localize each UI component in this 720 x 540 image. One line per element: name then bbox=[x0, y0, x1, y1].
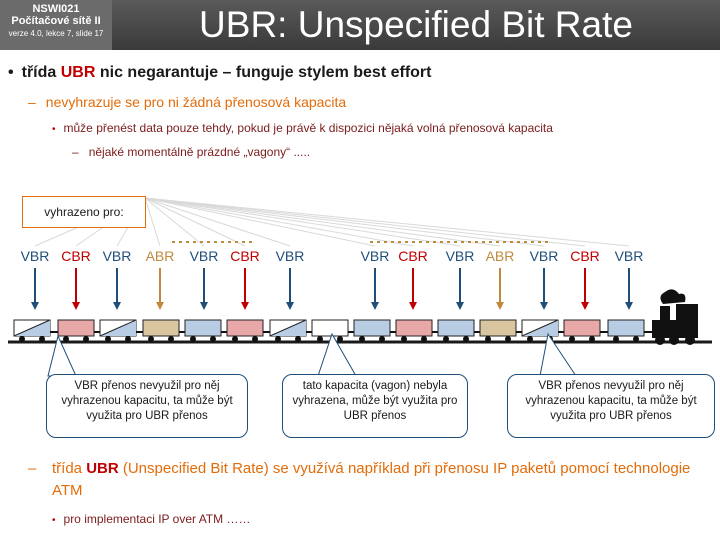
dash-icon: – bbox=[28, 460, 37, 477]
text: nic negarantuje – funguje stylem best ef… bbox=[95, 64, 432, 81]
wagon bbox=[184, 319, 227, 342]
bullet-level2-bottom: – třída UBR (Unspecified Bit Rate) se vy… bbox=[28, 458, 708, 502]
arrow-head-icon bbox=[496, 302, 504, 310]
category-label-vbr: VBR bbox=[20, 248, 50, 264]
wagon bbox=[99, 319, 143, 342]
wagon bbox=[607, 319, 645, 342]
category-label-abr: ABR bbox=[485, 248, 515, 264]
bullet-level3-bottom: • pro implementaci IP over ATM …… bbox=[52, 512, 250, 526]
arrow-head-icon bbox=[625, 302, 633, 310]
arrow-head-icon bbox=[113, 302, 121, 310]
bullet-level3: • může přenést data pouze tehdy, pokud je… bbox=[52, 121, 553, 135]
dash-icon: – bbox=[72, 145, 79, 159]
wagon bbox=[521, 319, 564, 342]
wagon bbox=[563, 319, 608, 342]
arrow-head-icon bbox=[31, 302, 39, 310]
slide-header: NSWI021 Počítačové sítě II verze 4.0, le… bbox=[0, 0, 720, 50]
wagon bbox=[437, 319, 480, 342]
wagon bbox=[226, 319, 270, 342]
fan-line bbox=[144, 197, 586, 247]
arrow-head-icon bbox=[409, 302, 417, 310]
text: třída UBR (Unspecified Bit Rate) se využ… bbox=[52, 458, 708, 502]
category-label-cbr: CBR bbox=[570, 248, 600, 264]
wagon bbox=[13, 319, 58, 342]
text: může přenést data pouze tehdy, pokud je … bbox=[63, 121, 553, 135]
fan-line bbox=[144, 197, 161, 247]
text: nějaké momentálně prázdné „vagony“ ..... bbox=[88, 145, 311, 159]
wagon-empty bbox=[311, 319, 354, 342]
wagon bbox=[57, 319, 100, 342]
wagon bbox=[479, 319, 522, 342]
text: třída bbox=[21, 64, 61, 81]
reserved-for-box: vyhrazeno pro: bbox=[22, 196, 146, 228]
slide-title: UBR: Unspecified Bit Rate bbox=[199, 4, 633, 45]
callout-pointer bbox=[317, 332, 357, 377]
category-label-vbr: VBR bbox=[102, 248, 132, 264]
wagons bbox=[13, 319, 652, 342]
text: (Unspecified Bit Rate) se využívá napřík… bbox=[52, 460, 691, 499]
category-label-cbr: CBR bbox=[398, 248, 428, 264]
fan-line bbox=[144, 197, 630, 247]
course-badge: NSWI021 Počítačové sítě II verze 4.0, le… bbox=[0, 0, 112, 50]
category-label-vbr: VBR bbox=[189, 248, 219, 264]
fan-line bbox=[144, 197, 376, 247]
course-name: Počítačové sítě II bbox=[11, 15, 101, 27]
arrows bbox=[31, 268, 633, 310]
bullet-dot-icon: • bbox=[52, 124, 56, 135]
bullet-dot-icon: • bbox=[52, 515, 56, 526]
bullet-level2: –nevyhrazuje se pro ni žádná přenosová k… bbox=[28, 94, 346, 110]
callout-unreserved: tato kapacita (vagon) nebyla vyhrazena, … bbox=[282, 374, 468, 438]
fan-line bbox=[144, 197, 291, 247]
callout-vbr-right: VBR přenos nevyužil pro něj vyhrazenou k… bbox=[507, 374, 715, 438]
text: třída bbox=[52, 460, 87, 477]
wagon bbox=[353, 319, 396, 342]
course-code: NSWI021 bbox=[32, 3, 80, 15]
ubr-highlight: UBR bbox=[60, 64, 96, 81]
arrow-head-icon bbox=[72, 302, 80, 310]
fan-line bbox=[144, 197, 246, 247]
fan-line bbox=[144, 197, 501, 247]
category-label-vbr: VBR bbox=[614, 248, 644, 264]
category-label-vbr: VBR bbox=[275, 248, 305, 264]
category-label-vbr: VBR bbox=[360, 248, 390, 264]
wagon bbox=[269, 319, 312, 342]
arrow-head-icon bbox=[241, 302, 249, 310]
category-label-cbr: CBR bbox=[61, 248, 91, 264]
category-label-cbr: CBR bbox=[230, 248, 260, 264]
arrow-head-icon bbox=[581, 302, 589, 310]
arrow-head-icon bbox=[156, 302, 164, 310]
text: pro implementaci IP over ATM …… bbox=[63, 512, 251, 526]
bullet-dot-icon: • bbox=[8, 64, 14, 81]
wagon bbox=[395, 319, 438, 342]
category-label-abr: ABR bbox=[145, 248, 175, 264]
locomotive-icon bbox=[652, 289, 698, 345]
fan-line bbox=[144, 197, 545, 247]
ubr-highlight: UBR bbox=[86, 460, 119, 477]
callout-vbr-left: VBR přenos nevyužil pro něj vyhrazenou k… bbox=[46, 374, 248, 438]
text: nevyhrazuje se pro ni žádná přenosová ka… bbox=[45, 94, 347, 110]
version-line: verze 4.0, lekce 7, slide 17 bbox=[8, 29, 104, 38]
category-label-vbr: VBR bbox=[445, 248, 475, 264]
arrow-head-icon bbox=[286, 302, 294, 310]
arrow-head-icon bbox=[371, 302, 379, 310]
arrow-head-icon bbox=[456, 302, 464, 310]
fan-line bbox=[144, 197, 414, 247]
bullet-level1: • třída UBR nic negarantuje – funguje sty… bbox=[8, 64, 431, 82]
wagon bbox=[142, 319, 185, 342]
fan-line bbox=[144, 197, 205, 247]
arrow-head-icon bbox=[540, 302, 548, 310]
fan-line bbox=[144, 197, 461, 247]
arrow-head-icon bbox=[200, 302, 208, 310]
dash-icon: – bbox=[28, 94, 36, 110]
category-label-vbr: VBR bbox=[529, 248, 559, 264]
bullet-level4: –nějaké momentálně prázdné „vagony“ ....… bbox=[72, 145, 310, 159]
